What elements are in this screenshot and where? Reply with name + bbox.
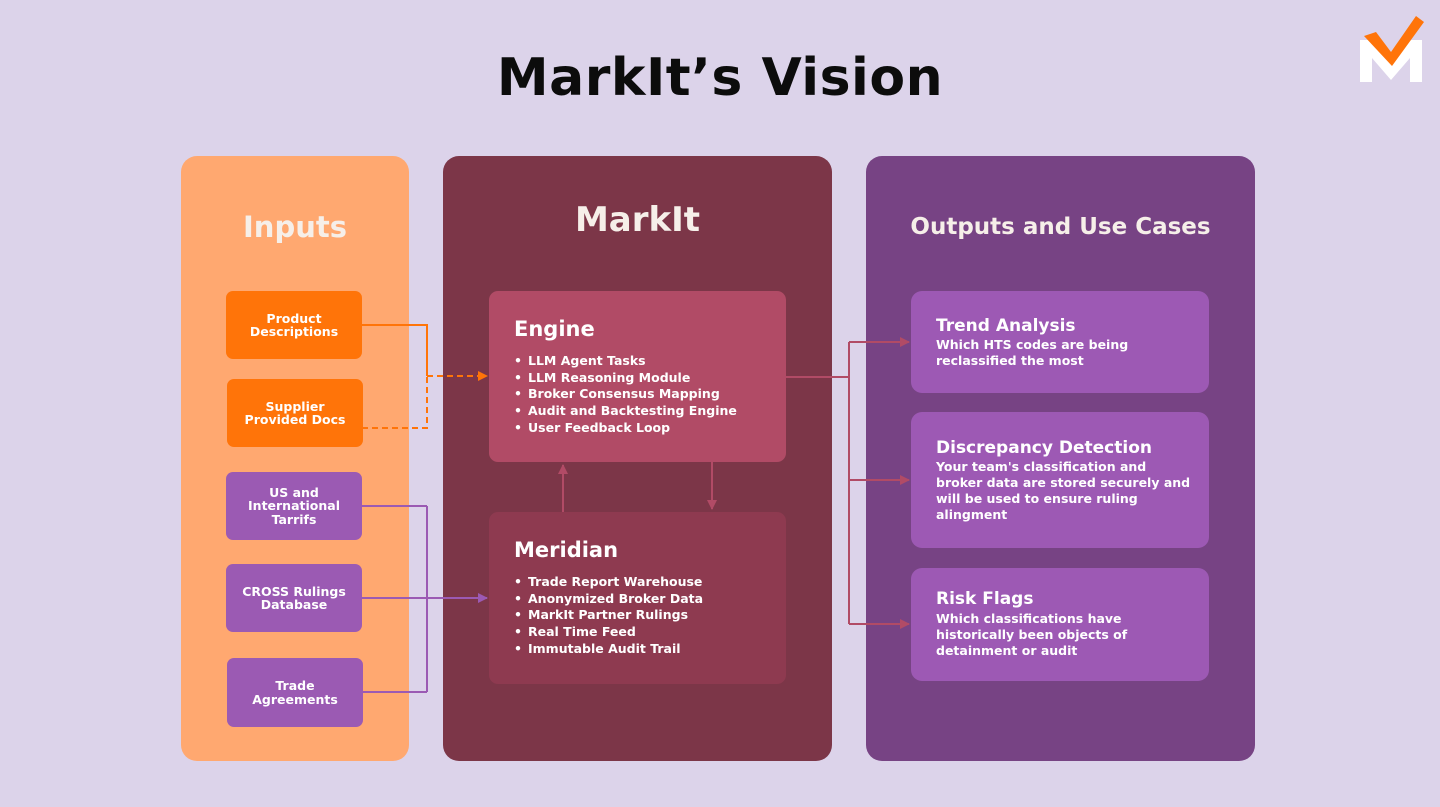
input-tarrifs: US and International Tarrifs — [226, 472, 362, 540]
output-title: Discrepancy Detection — [936, 438, 1152, 458]
list-item: LLM Reasoning Module — [514, 370, 737, 387]
output-discrepancy-detection: Discrepancy Detection Your team's classi… — [911, 412, 1209, 548]
list-item: Immutable Audit Trail — [514, 641, 703, 658]
list-item: Trade Report Warehouse — [514, 574, 703, 591]
page-title: MarkIt’s Vision — [496, 48, 944, 108]
list-item: Audit and Backtesting Engine — [514, 403, 737, 420]
list-item: Real Time Feed — [514, 624, 703, 641]
input-product-descriptions: Product Descriptions — [226, 291, 362, 359]
output-risk-flags: Risk Flags Which classifications have hi… — [911, 568, 1209, 681]
engine-title: Engine — [514, 317, 595, 341]
meridian-title: Meridian — [514, 538, 619, 562]
output-description: Which classifications have historically … — [936, 611, 1128, 658]
outputs-heading: Outputs and Use Cases — [910, 214, 1211, 240]
list-item: LLM Agent Tasks — [514, 353, 737, 370]
list-item: MarkIt Partner Rulings — [514, 607, 703, 624]
meridian-box: Meridian Trade Report Warehouse Anonymiz… — [489, 512, 786, 684]
meridian-list: Trade Report Warehouse Anonymized Broker… — [514, 574, 703, 658]
input-supplier-docs: Supplier Provided Docs — [227, 379, 363, 447]
inputs-heading: Inputs — [243, 210, 347, 244]
output-description: Your team's classification and broker da… — [936, 459, 1191, 522]
connector-supplier-docs — [362, 376, 428, 429]
list-item: Broker Consensus Mapping — [514, 386, 737, 403]
markit-heading: MarkIt — [574, 200, 701, 240]
markit-logo-icon — [1360, 16, 1424, 82]
engine-box: Engine LLM Agent Tasks LLM Reasoning Mod… — [489, 291, 786, 462]
input-trade-agreements: Trade Agreements — [227, 658, 363, 727]
output-description: Which HTS codes are being reclassified t… — [936, 337, 1129, 368]
list-item: Anonymized Broker Data — [514, 591, 703, 608]
output-title: Trend Analysis — [936, 316, 1076, 336]
list-item: User Feedback Loop — [514, 420, 737, 437]
engine-list: LLM Agent Tasks LLM Reasoning Module Bro… — [514, 353, 737, 437]
output-title: Risk Flags — [936, 589, 1034, 609]
connector-product-descriptions — [362, 324, 428, 376]
input-cross-rulings: CROSS Rulings Database — [226, 564, 362, 632]
output-trend-analysis: Trend Analysis Which HTS codes are being… — [911, 291, 1209, 393]
